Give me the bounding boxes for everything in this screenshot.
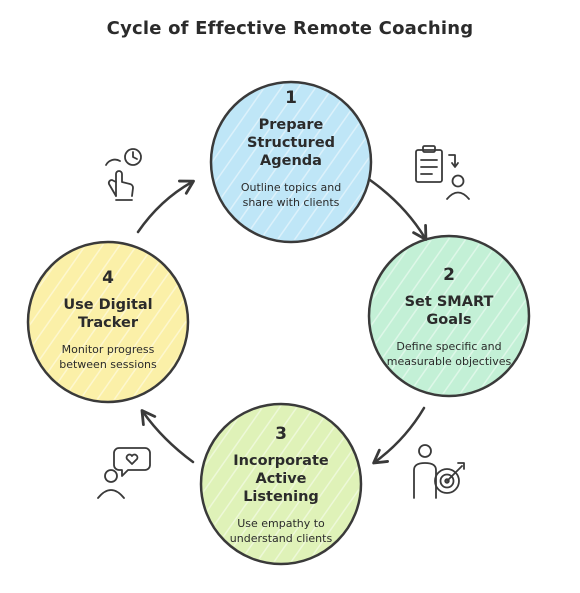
arrow-2-to-3 [372,406,426,465]
step-3-description: Use empathy to understand clients [201,516,361,546]
step-2: 2 Set SMART Goals Define specific and me… [369,265,529,369]
step-3: 3 Incorporate Active Listening Use empat… [201,424,361,546]
step-4-number: 4 [102,268,114,288]
step-1-heading-line-3: Agenda [260,153,322,169]
empathy-chat-icon [97,447,151,499]
step-2-number: 2 [443,265,455,285]
step-1-heading-line-2: Structured [246,135,336,151]
step-2-heading-line-2: Goals [426,312,472,328]
step-1-number: 1 [285,88,297,108]
step-1-heading-line-1: Prepare [258,117,324,133]
step-4-description: Monitor progress between sessions [28,342,188,372]
step-3-description-line-2: understand clients [229,532,333,545]
step-1-description: Outline topics and share with clients [211,180,371,210]
step-4: 4 Use Digital Tracker Monitor progress b… [28,268,188,372]
step-3-heading-line-1: Incorporate [233,453,329,469]
diagram-title: Cycle of Effective Remote Coaching [106,18,474,39]
step-2-description-line-1: Define specific and [396,340,502,353]
step-1-description-line-2: share with clients [242,196,340,209]
step-4-heading-line-1: Use Digital [63,297,153,313]
step-2-description: Define specific and measurable objective… [369,339,529,369]
arrow-4-to-1 [136,179,195,234]
step-1: 1 Prepare Structured Agenda Outline topi… [211,88,371,210]
step-2-heading-line-1: Set SMART [404,294,494,310]
step-2-description-line-2: measurable objectives [386,355,512,368]
step-circle-4 [26,240,190,404]
arrow-1-to-2 [368,178,428,241]
step-3-description-line-1: Use empathy to [237,517,325,530]
arrow-3-to-4 [140,409,195,464]
step-4-heading-line-2: Tracker [77,315,139,331]
step-circle-3 [199,402,363,566]
target-person-icon [413,444,465,499]
touch-clock-icon [105,148,142,201]
step-circle-1 [209,80,373,244]
step-circle-2 [367,234,531,398]
step-1-description-line-1: Outline topics and [240,181,342,194]
step-3-heading-line-2: Active [255,471,307,487]
checklist-person-icon [415,145,470,200]
step-4-description-line-2: between sessions [59,358,157,371]
step-3-heading-line-3: Listening [243,489,319,505]
step-3-number: 3 [275,424,287,444]
step-4-description-line-1: Monitor progress [61,343,155,356]
